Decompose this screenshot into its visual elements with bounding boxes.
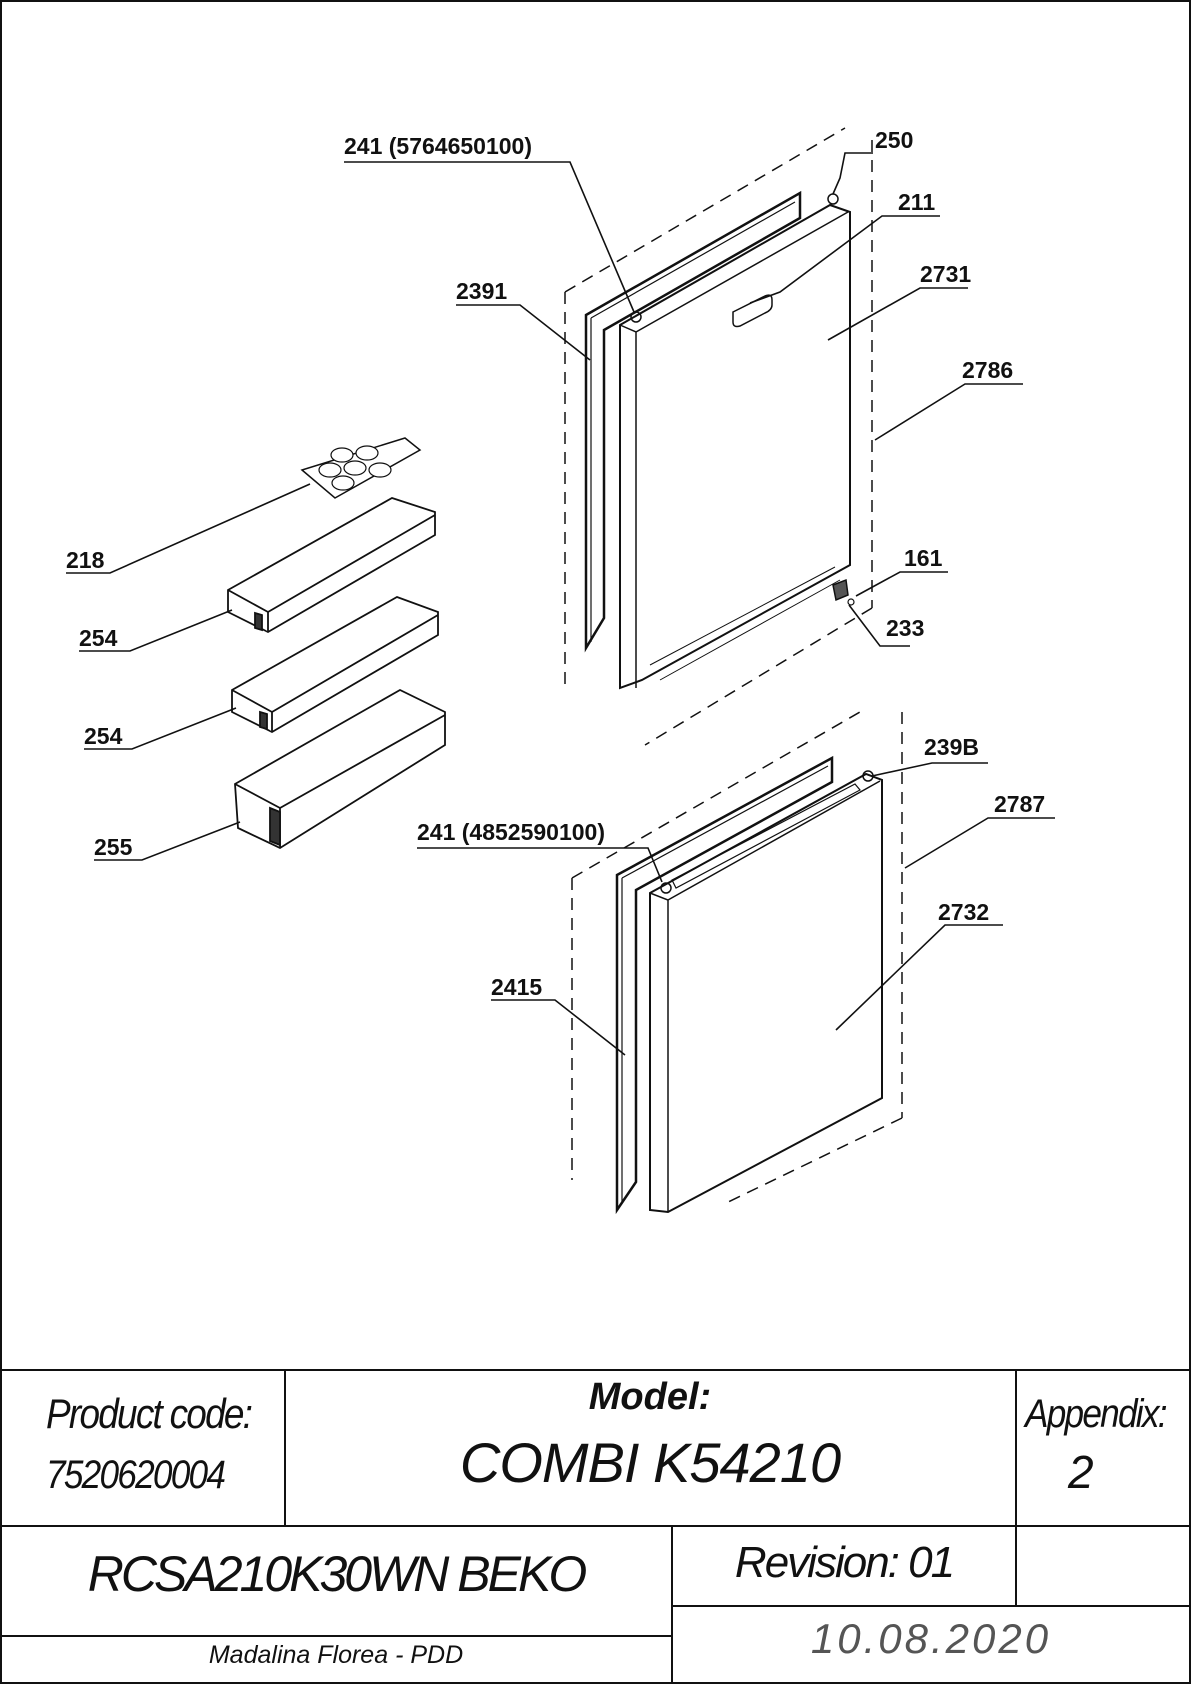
lower-door-panel — [649, 772, 883, 1214]
label-2415: 2415 — [491, 974, 542, 1000]
hinge-pin-233 — [847, 598, 855, 606]
door-shelf-254-lower — [231, 596, 439, 734]
hinge-pin-241b — [660, 882, 672, 894]
product-code-label: Product code: — [46, 1390, 253, 1437]
upper-gasket — [584, 190, 802, 653]
egg-tray-218 — [300, 437, 422, 499]
product-code-value: 7520620004 — [46, 1453, 226, 1497]
label-2732: 2732 — [938, 899, 989, 925]
appendix-value: 2 — [1068, 1446, 1094, 1498]
label-2731: 2731 — [920, 261, 971, 287]
label-250: 250 — [875, 127, 913, 153]
label-254-upper: 254 — [79, 625, 118, 651]
product-name: RCSA210K30WN BEKO — [87, 1546, 587, 1602]
label-161: 161 — [904, 545, 943, 571]
leader-lines — [66, 152, 1055, 1056]
appendix-label: Appendix: — [1025, 1392, 1167, 1436]
revision-date: 10.08.2020 — [810, 1615, 1052, 1662]
upper-door-outline-dashed — [564, 127, 873, 746]
lower-hinge-161 — [832, 578, 849, 602]
upper-hinge-250 — [827, 193, 839, 205]
model-value: COMBI K54210 — [459, 1431, 841, 1494]
label-218: 218 — [66, 547, 105, 573]
label-233: 233 — [886, 615, 924, 641]
upper-door-assembly — [564, 127, 873, 746]
label-255: 255 — [94, 834, 133, 860]
lower-door-assembly — [571, 711, 903, 1215]
label-241-upper: 241 (5764650100) — [344, 133, 532, 159]
label-254-lower: 254 — [84, 723, 123, 749]
label-241-lower: 241 (4852590100) — [417, 819, 605, 845]
hinge-pin-241a — [630, 311, 642, 323]
author-name: Madalina Florea - PDD — [208, 1641, 464, 1669]
upper-door-panel — [619, 203, 851, 690]
door-shelf-255 — [234, 688, 446, 850]
door-shelves — [227, 437, 446, 850]
label-2391: 2391 — [456, 278, 507, 304]
title-block-grid — [1, 1369, 1190, 1683]
lower-door-outline-dashed — [571, 711, 903, 1206]
label-2787: 2787 — [994, 791, 1045, 817]
model-label: Model: — [588, 1376, 712, 1418]
revision-label: Revision: 01 — [734, 1538, 955, 1587]
part-labels: 241 (5764650100) 250 211 2391 2731 2786 … — [66, 127, 1045, 1000]
label-211: 211 — [898, 189, 935, 215]
label-2786: 2786 — [962, 357, 1013, 383]
label-239b: 239B — [924, 734, 979, 760]
lower-gasket — [615, 755, 834, 1215]
